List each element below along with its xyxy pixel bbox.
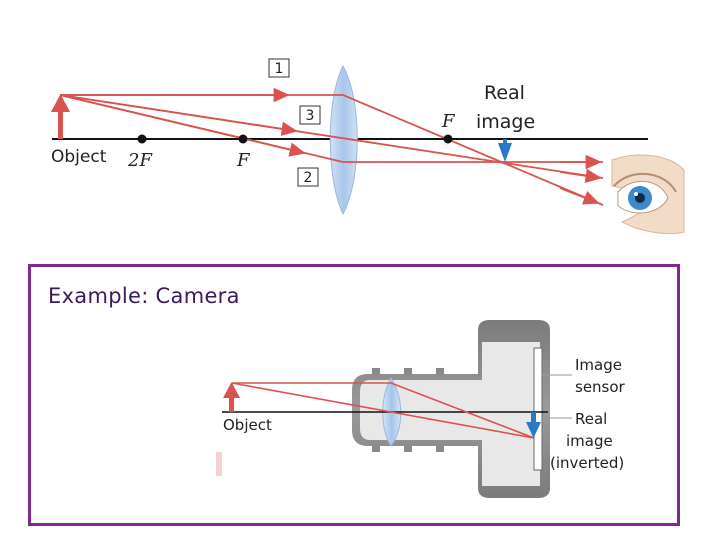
camera-object-arrow — [223, 382, 240, 412]
image-sensor-label-line2: sensor — [575, 378, 626, 396]
ray-label-box-2: 2 — [297, 167, 319, 187]
real-image-label-line3: (inverted) — [550, 454, 624, 472]
two-f-point — [137, 134, 147, 144]
real-image-label-line1: Real — [575, 410, 607, 428]
converging-lens-ray-diagram: 1 3 2 Object 2F F F Real image — [51, 58, 685, 235]
real-image-label-line2: image — [476, 111, 535, 133]
camera-rays — [231, 382, 535, 439]
two-f-label: 2F — [127, 150, 153, 171]
camera-object-label: Object — [223, 416, 272, 434]
object-reflection — [216, 452, 222, 476]
object-arrow — [51, 94, 70, 139]
ray-label-3: 3 — [306, 108, 315, 124]
converging-lens — [329, 64, 358, 216]
ray-label-box-1: 1 — [268, 58, 290, 78]
real-image-arrow — [498, 139, 512, 162]
eye-icon — [611, 154, 685, 235]
ray-label-2: 2 — [304, 170, 313, 186]
f-right-label: F — [441, 111, 456, 132]
object-label: Object — [51, 147, 107, 167]
real-image-label-line2: image — [566, 432, 613, 450]
f-left-label: F — [236, 150, 251, 171]
f-point-left — [238, 134, 248, 144]
f-point-right — [443, 134, 453, 144]
example-frame — [28, 264, 680, 526]
image-sensor-label-line1: Image — [575, 356, 622, 374]
image-sensor — [533, 347, 543, 471]
lens-barrel-ribs — [372, 368, 444, 452]
camera-real-image-arrow — [526, 412, 541, 438]
camera-interior — [360, 342, 540, 486]
example-title: Example: Camera — [48, 284, 240, 308]
light-rays — [59, 87, 604, 206]
ray-label-box-3: 3 — [299, 105, 321, 125]
real-image-label-line1: Real — [484, 82, 525, 104]
ray-label-1: 1 — [275, 61, 284, 77]
